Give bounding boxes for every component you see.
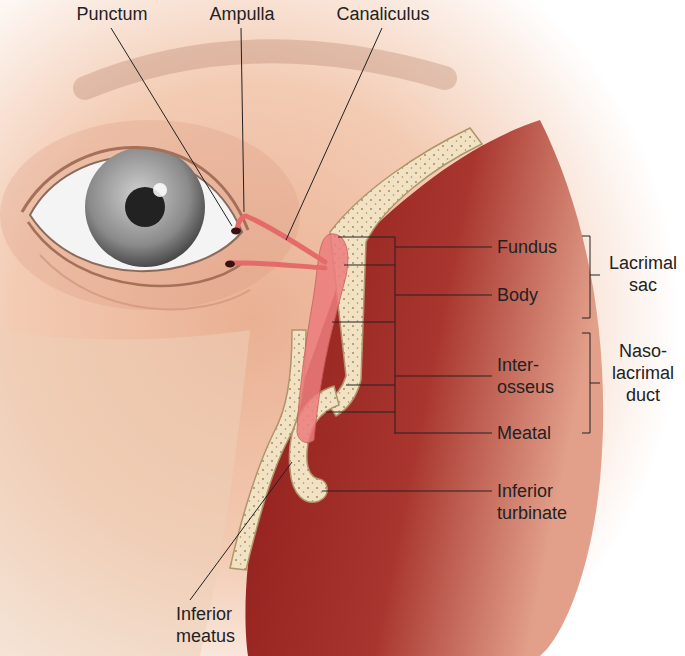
lower-canaliculus — [232, 263, 325, 268]
eye-highlight — [153, 183, 167, 197]
part-label: Ampulla — [203, 3, 281, 25]
part-label: Fundus — [497, 236, 569, 258]
leader-line — [395, 433, 492, 434]
part-label: Inferior meatus — [176, 603, 260, 647]
leader-line — [190, 462, 292, 600]
part-label: Inferior turbinate — [497, 480, 585, 524]
leader-line — [322, 491, 492, 492]
upper-eyelid — [22, 147, 248, 230]
leader-line — [344, 265, 395, 266]
upper-canaliculus — [237, 216, 325, 262]
maxilla-bone — [230, 330, 306, 570]
leader-line — [395, 295, 492, 296]
leader-line — [346, 385, 395, 386]
part-label: Naso- lacrimal duct — [606, 340, 680, 406]
lid-crease — [40, 255, 250, 309]
bracket — [582, 333, 600, 433]
part-label: Meatal — [497, 422, 563, 444]
leader-line — [338, 237, 395, 238]
leader-line — [111, 28, 232, 226]
lateral-nasal-wall — [326, 128, 482, 416]
eyebrow — [85, 51, 445, 88]
leader-line — [286, 28, 382, 240]
lower-punctum — [225, 261, 235, 268]
iris — [85, 147, 205, 267]
leader-line — [332, 322, 395, 323]
part-label: Canaliculus — [333, 3, 433, 25]
leader-line — [326, 412, 395, 413]
leader-line — [395, 247, 492, 248]
part-label: Lacrimal sac — [606, 252, 680, 296]
eye-socket-shade — [0, 120, 300, 310]
part-label: Punctum — [75, 3, 149, 25]
leader-line — [241, 28, 244, 212]
leader-line — [395, 237, 396, 434]
part-label: Inter- osseus — [497, 354, 559, 398]
upper-punctum — [231, 228, 241, 235]
part-label: Body — [497, 284, 559, 306]
leader-lines — [111, 28, 600, 600]
leader-line — [395, 376, 492, 377]
lower-eyelid — [28, 222, 244, 286]
bracket — [582, 236, 600, 318]
